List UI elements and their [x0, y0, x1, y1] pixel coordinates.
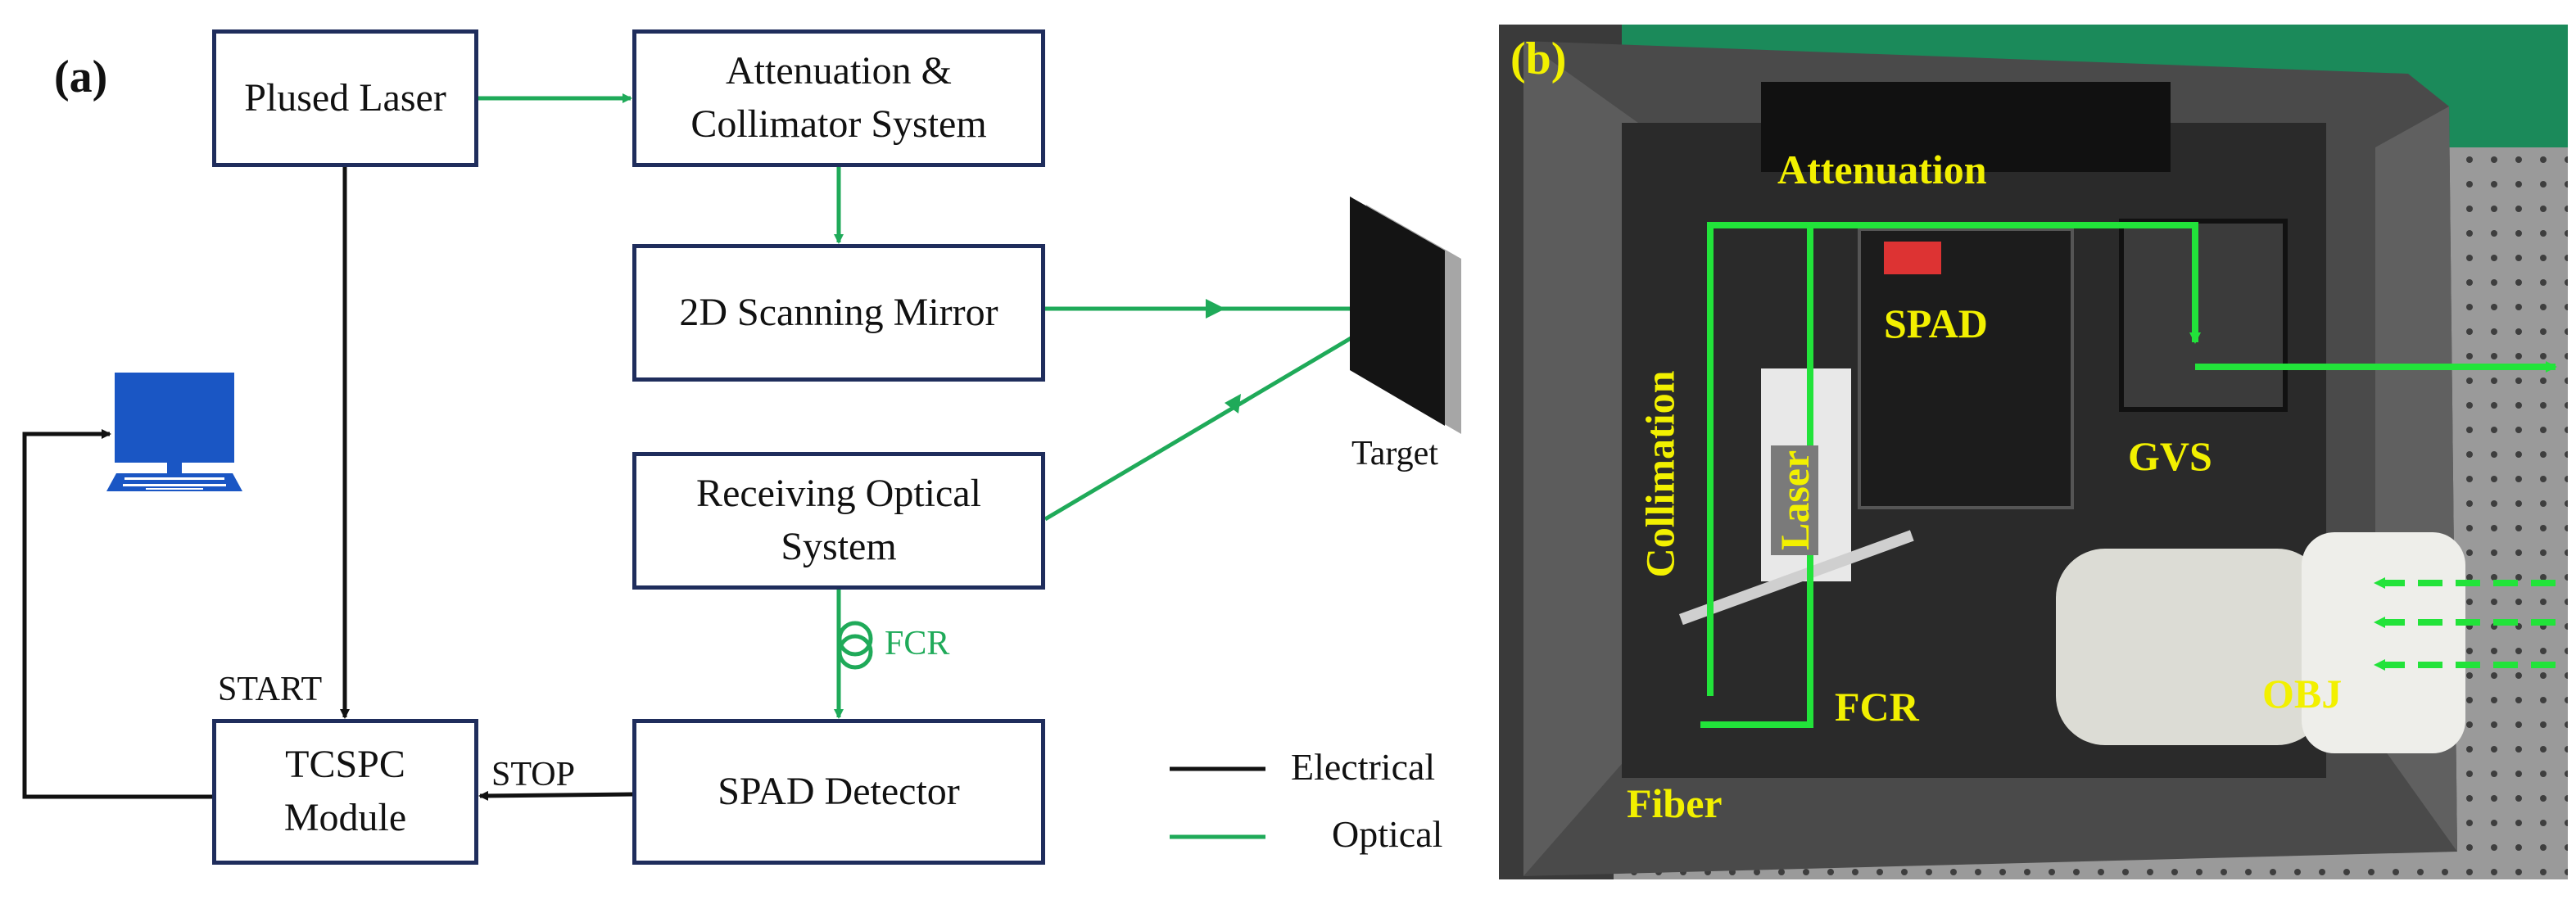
block-diagram-panel: (a) Plused Laser Attenuation & Collimato… — [22, 29, 1461, 865]
scanning-mirror-box: 2D Scanning Mirror — [632, 244, 1045, 382]
link-spad-to-tcspc — [478, 790, 633, 801]
spad-detector-label: SPAD Detector — [718, 769, 960, 813]
attenuation-collimator-box: Attenuation & Collimator System — [632, 29, 1045, 167]
spad-warning-label — [1884, 242, 1941, 274]
connection-layer — [22, 93, 1461, 839]
attenuation-photo-label: Attenuation — [1777, 147, 1987, 192]
collimation-photo-label: Collimation — [1637, 370, 1683, 578]
fiber-coil-icon — [837, 621, 873, 670]
pulsed-laser-label: Plused Laser — [244, 75, 446, 120]
arrow-target-to-receiver — [1225, 394, 1241, 414]
receiving-label-line2: System — [781, 525, 897, 568]
attenuation-label-line2: Collimator System — [690, 102, 987, 146]
legend-electrical-label: Electrical — [1291, 746, 1436, 788]
fiber-cable — [1679, 530, 1914, 626]
attenuation-label-line1: Attenuation & — [726, 49, 952, 93]
arrow-mirror-to-target — [1206, 299, 1225, 319]
objective-lens — [2056, 549, 2326, 745]
fcr-label: FCR — [885, 625, 950, 662]
panel-a-tag: (a) — [54, 52, 108, 102]
setup-photo — [1523, 25, 2568, 879]
receiving-optical-box: Receiving Optical System — [632, 452, 1045, 590]
start-label: START — [218, 671, 323, 708]
receiving-label-line1: Receiving Optical — [696, 472, 981, 516]
tcspc-label-line2: Module — [283, 796, 407, 839]
link-tcspc-to-computer — [22, 429, 212, 799]
obj-photo-label: OBJ — [2262, 671, 2343, 716]
spad-module — [1858, 228, 2074, 509]
target-icon — [1350, 197, 1461, 434]
objective-lens-front — [2302, 532, 2465, 753]
tcspc-module-box: TCSPC Module — [212, 719, 478, 865]
tcspc-label-line1: TCSPC — [285, 743, 405, 787]
attenuation-module — [1761, 82, 2171, 172]
spad-detector-box: SPAD Detector — [632, 719, 1045, 865]
scanning-mirror-label: 2D Scanning Mirror — [679, 290, 998, 334]
enclosure-left-wing — [1523, 41, 1638, 876]
legend-optical-label: Optical — [1332, 813, 1443, 855]
fcr-photo-label: FCR — [1835, 684, 1919, 730]
setup-photo-panel: (b) Attenuation SPAD Collimation Laser G… — [1499, 25, 2568, 879]
laser-photo-label: Laser — [1771, 445, 1818, 555]
stop-label: STOP — [491, 756, 575, 793]
gvs-module — [2119, 219, 2288, 412]
gvs-photo-label: GVS — [2128, 433, 2212, 479]
computer-icon — [106, 373, 242, 491]
link-target-to-receiver — [1044, 306, 1402, 522]
panel-b-tag: (b) — [1510, 34, 1567, 84]
beam-collimation-path — [1707, 222, 2201, 696]
spad-photo-label: SPAD — [1884, 301, 1988, 346]
pulsed-laser-box: Plused Laser — [212, 29, 478, 167]
target-label: Target — [1351, 435, 1438, 472]
fiber-photo-label: Fiber — [1627, 780, 1723, 826]
